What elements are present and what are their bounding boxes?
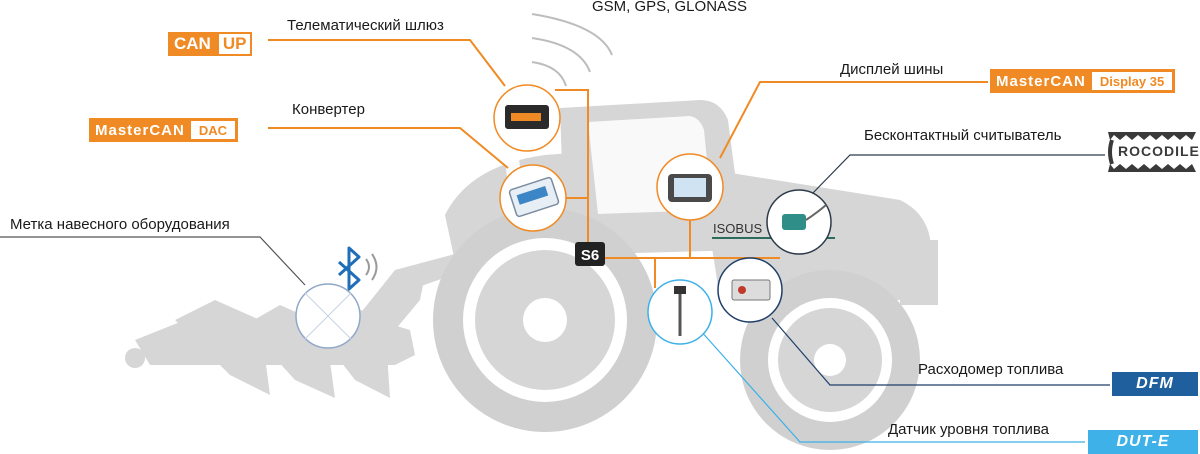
mastercan-display-logo: MasterCAN Display 35 xyxy=(990,69,1176,93)
tag-label: Метка навесного оборудования xyxy=(10,216,230,233)
wifi-signal-icon xyxy=(365,253,378,281)
rear-wheel xyxy=(433,208,657,432)
crocodile-logo: ROCODILE xyxy=(1108,132,1199,172)
gateway-label: Телематический шлюз xyxy=(287,17,444,34)
converter-label: Конвертер xyxy=(292,101,365,118)
mastercan-dac-logo: MasterCAN DAC xyxy=(89,118,239,142)
display-label: Дисплей шины xyxy=(840,61,944,78)
reader-label: Бесконтактный считыватель xyxy=(864,127,1062,144)
reader-device[interactable] xyxy=(766,189,832,255)
isobus-label: ISOBUS xyxy=(713,221,762,236)
front-wheel xyxy=(740,270,920,450)
gsm-signal-icon xyxy=(531,13,613,87)
canup-logo: CAN UP xyxy=(168,32,253,56)
dfm-logo: DFM xyxy=(1112,372,1198,396)
equipment-tag-device[interactable] xyxy=(295,283,361,349)
crocodile-teeth-icon xyxy=(1108,132,1196,172)
level-sensor-label: Датчик уровня топлива xyxy=(888,421,1049,438)
gateway-device[interactable] xyxy=(493,84,561,152)
svg-text:S6: S6 xyxy=(581,247,599,264)
flowmeter-label: Расходомер топлива xyxy=(918,361,1064,378)
flowmeter-device[interactable] xyxy=(717,257,783,323)
converter-device[interactable] xyxy=(499,164,567,232)
s6-badge: S6 xyxy=(575,242,605,266)
dute-logo: DUT-E xyxy=(1088,430,1198,454)
bluetooth-icon xyxy=(337,246,361,291)
bus-lines xyxy=(268,39,988,288)
top-note: GSM, GPS, GLONASS xyxy=(592,0,748,15)
level-sensor-device[interactable] xyxy=(647,279,713,345)
leader-lines xyxy=(0,154,1110,443)
display-device[interactable] xyxy=(656,153,724,221)
